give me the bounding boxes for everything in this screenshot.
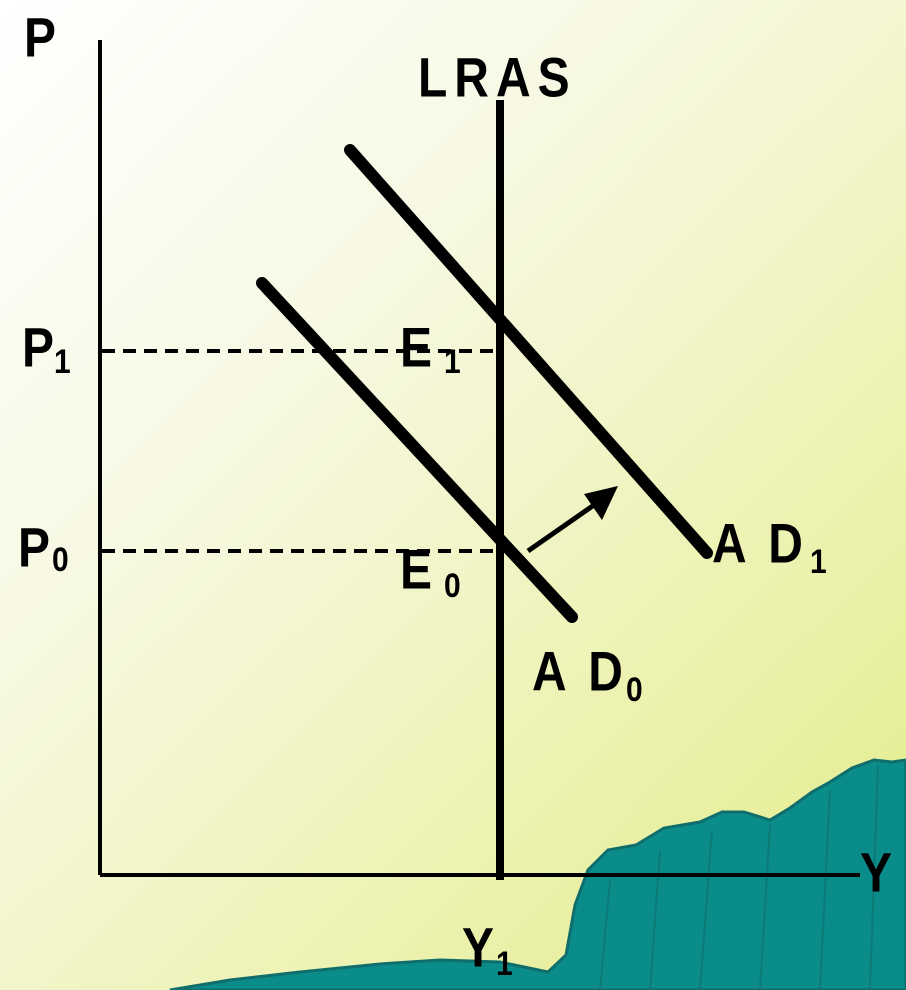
e0-subscript: 0 [444, 566, 461, 604]
ad0-label: A D [532, 640, 628, 702]
e1-label: E [400, 316, 432, 378]
p1-label: P [22, 316, 54, 378]
y1-subscript: 1 [496, 944, 513, 982]
ad0-subscript: 0 [626, 670, 643, 708]
ad1-subscript: 1 [810, 542, 827, 580]
y1-label: Y [462, 916, 494, 978]
ad1-label: A D [712, 512, 808, 574]
lras-label: LRAS [418, 46, 577, 108]
shift-arrow-shaft [528, 505, 594, 551]
p0-label: P [18, 516, 50, 578]
x-axis-label: Y [860, 841, 892, 903]
shift-arrowhead [584, 486, 618, 520]
p0-subscript: 0 [52, 540, 69, 578]
e1-subscript: 1 [444, 342, 461, 380]
p1-subscript: 1 [54, 342, 71, 380]
e0-label: E [400, 538, 432, 600]
y-axis-label: P [24, 6, 56, 68]
